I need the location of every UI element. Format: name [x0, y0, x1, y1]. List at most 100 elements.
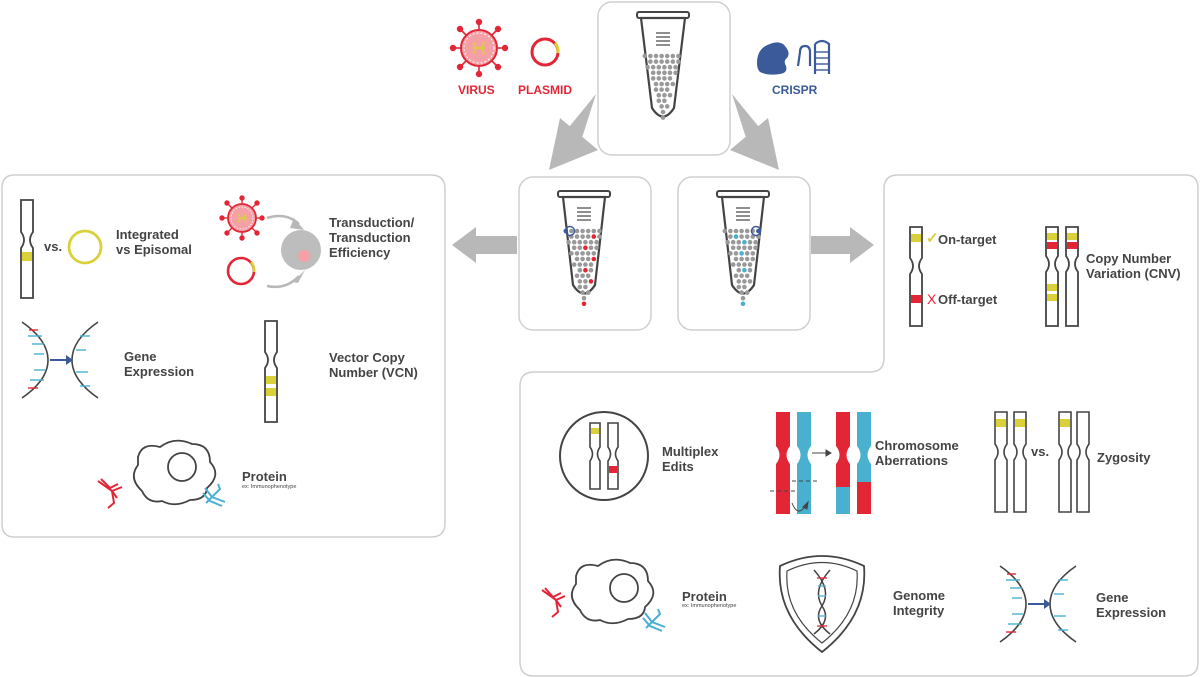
immune-cell-icon: [132, 439, 217, 506]
cell-dot: [653, 53, 659, 59]
cell-dot: [739, 290, 744, 295]
cell-dot: [577, 245, 583, 251]
protein-right-label: Protein: [682, 589, 727, 604]
cell-dot: [667, 76, 673, 81]
cell-dot: [591, 256, 597, 262]
cell-dot: [664, 81, 670, 87]
cell-dot: [667, 64, 673, 70]
plasmid-icon: [530, 37, 560, 67]
virus-icon: [449, 18, 509, 78]
cell-dot: [594, 245, 599, 251]
cell-dot: [747, 262, 753, 267]
zygosity-vs-label: vs.: [1031, 444, 1050, 459]
cell-dot: [642, 53, 648, 59]
cell-dot: [676, 53, 681, 59]
cnv-label: Copy Number Variation (CNV): [1086, 251, 1181, 281]
check-icon: ✓: [926, 230, 939, 247]
genome-integrity-label: Genome Integrity: [893, 588, 946, 618]
cell-dot: [744, 234, 750, 239]
cell-dot: [597, 228, 602, 234]
cell-dot: [742, 239, 747, 245]
cell-dot: [739, 273, 744, 279]
cell-dot: [744, 251, 750, 256]
cell-dot: [650, 76, 656, 81]
cell-dot: [667, 70, 673, 76]
multiplex-label: Multiplex Edits: [662, 444, 719, 474]
cell-dot: [580, 273, 585, 279]
cell-dot: [662, 98, 667, 104]
cell-dot: [756, 228, 761, 234]
cell-dot: [742, 262, 747, 267]
cell-dot: [736, 284, 742, 290]
cell-dot: [742, 267, 747, 273]
vcn-chromosome-icon: [264, 320, 278, 423]
cell-dot: [667, 92, 673, 98]
plasmid-label: PLASMID: [518, 83, 572, 97]
cell-dot: [585, 256, 591, 262]
cell-dot: [648, 59, 653, 64]
x-icon: X: [927, 291, 937, 307]
cell-dot: [577, 279, 583, 284]
vs-label: vs.: [44, 239, 63, 254]
cell-dot: [656, 76, 662, 81]
cell-dot: [660, 115, 666, 120]
cell-dot: [753, 239, 758, 245]
cell-dot: [739, 234, 744, 239]
cell-dot: [597, 234, 602, 239]
arrow-down-left: [549, 94, 598, 170]
cell-dot: [585, 290, 591, 295]
cell-dot: [659, 53, 664, 59]
cell-dot: [728, 251, 733, 256]
gene-expression-label: Gene Expression: [124, 349, 195, 379]
cell-dot: [659, 87, 664, 92]
cell-dot: [648, 53, 653, 59]
cell-dot: [742, 279, 747, 284]
cell-dot: [653, 81, 659, 87]
cell-dot: [583, 267, 588, 273]
on-target-label: On-target: [938, 232, 997, 247]
multiplex-edits-icon: [559, 411, 649, 501]
virus-label: VIRUS: [458, 83, 495, 97]
cell-dot: [730, 239, 736, 245]
cell-dot: [656, 92, 662, 98]
episomal-plasmid-icon: [67, 229, 103, 265]
cell-dot: [574, 256, 580, 262]
cell-dot: [569, 228, 574, 234]
cell-dot: [580, 234, 585, 239]
cnv-chromosome-left-icon: [1045, 226, 1059, 327]
cell-dot: [585, 251, 591, 256]
cell-dot: [585, 228, 591, 234]
cell-dot: [585, 273, 591, 279]
cell-dot: [744, 290, 750, 295]
virus-small-icon: [219, 195, 265, 241]
transduction-arrows-icon: [266, 214, 305, 289]
cell-dot: [583, 279, 588, 284]
cell-dot: [591, 251, 597, 256]
vcn-label: Vector Copy Number (VCN): [329, 350, 418, 380]
cell-dot: [730, 262, 736, 267]
cell-dot: [580, 256, 585, 262]
cell-dot: [659, 104, 664, 109]
cell-dot: [588, 279, 594, 284]
cell-dot: [670, 53, 676, 59]
cell-dot: [750, 251, 756, 256]
cell-dot: [733, 228, 739, 234]
cell-dot: [588, 239, 594, 245]
cell-dot: [739, 251, 744, 256]
cell-dot: [581, 295, 587, 301]
cell-dot: [580, 290, 585, 295]
edited-cell-ring: [564, 225, 576, 237]
cell-dot: [747, 267, 753, 273]
cell-dot: [571, 245, 577, 251]
cell-dot: [662, 70, 667, 76]
cell-dot: [742, 245, 747, 251]
cell-dot: [660, 109, 666, 115]
cell-dot: [740, 301, 746, 307]
protein-label: Protein: [242, 469, 287, 484]
cell-dot: [656, 98, 662, 104]
cell-dot: [588, 245, 594, 251]
cell-dot: [664, 53, 670, 59]
left-panel: [1, 174, 446, 538]
cell-dot: [580, 228, 585, 234]
cell-dot: [581, 301, 587, 307]
